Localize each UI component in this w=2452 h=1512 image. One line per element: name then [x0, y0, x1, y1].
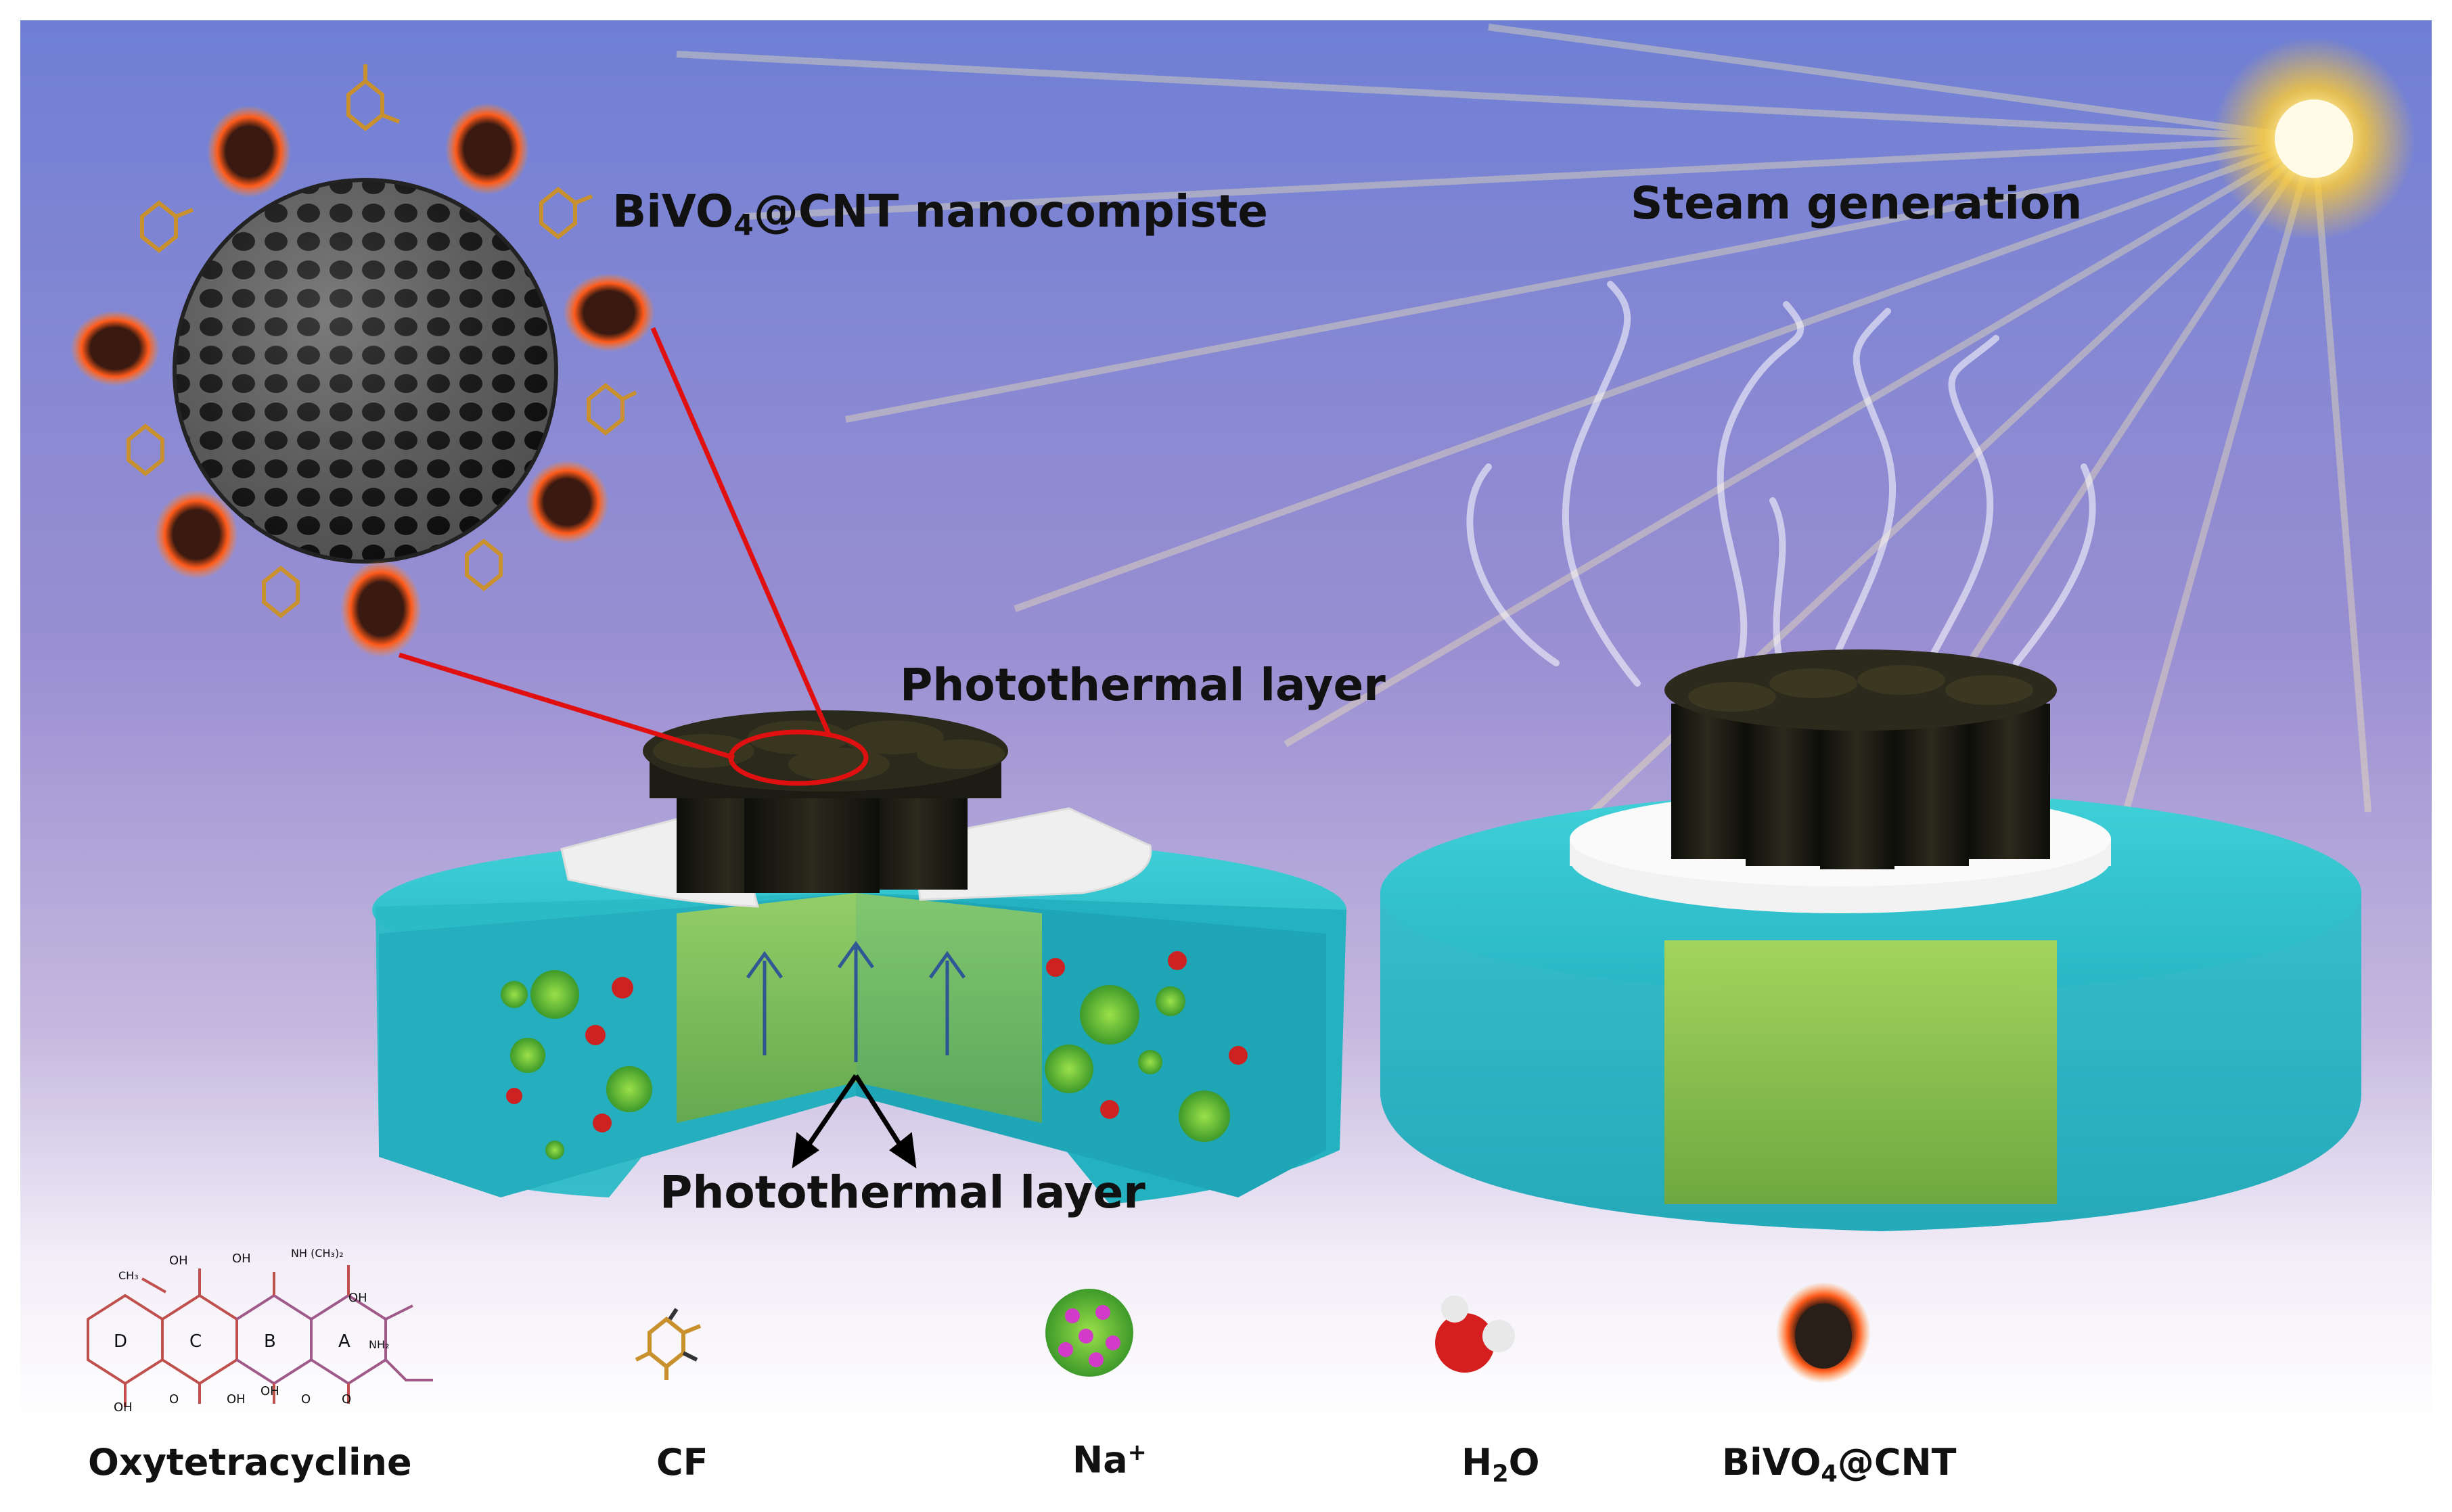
o-label-3: O [342, 1392, 352, 1406]
oh-label-5: OH [227, 1392, 246, 1406]
steam-wisps [1466, 281, 2096, 687]
right-particles [1045, 951, 1248, 1142]
photothermal-layer-label-bottom: Photothermal layer [660, 1166, 1145, 1218]
bivo4-legend-icon [1776, 1282, 1871, 1383]
right-absorber-cylinders [1664, 649, 2057, 869]
right-evaporator [1380, 649, 2361, 1231]
nanocomposite-zoom [70, 64, 832, 760]
capillary-arrows [746, 940, 966, 1062]
right-fiber-bundle [1664, 940, 2057, 1204]
o-label-2: O [301, 1392, 311, 1406]
oh-label-4: OH [114, 1400, 133, 1415]
bottom-label-arrows [792, 1074, 917, 1169]
oh-label-3: OH [348, 1291, 367, 1305]
o-label-1: O [169, 1392, 179, 1406]
pointer-line-top [650, 327, 832, 735]
legend-bivo4-cnt-label: BiVO4@CNT [1722, 1441, 1957, 1488]
bivo4-particles [70, 103, 655, 658]
molecule-clusters [127, 64, 637, 618]
cf-legend-icon [635, 1308, 702, 1380]
ring-b-label: B [264, 1331, 276, 1352]
steam-generation-label: Steam generation [1631, 177, 2083, 229]
legend-oxytetracycline-label: Oxytetracycline [88, 1441, 412, 1484]
oh-label-1: OH [169, 1254, 188, 1268]
legend-cf-label: CF [656, 1441, 708, 1484]
legend-h2o-label: H2O [1461, 1441, 1540, 1488]
bivo4-cnt-nanocomposite-label: BiVO4@CNT nanocompiste [612, 185, 1269, 242]
sun-icon [2275, 99, 2353, 178]
oxytetracycline-structure-icon [87, 1265, 433, 1407]
ring-a-label: A [338, 1331, 350, 1352]
ch3-label: CH₃ [118, 1269, 139, 1282]
nh2-label: NH₂ [369, 1338, 390, 1351]
h2o-legend-icon [1435, 1296, 1515, 1373]
oh-label-6: OH [260, 1384, 279, 1398]
ring-d-label: D [114, 1331, 128, 1352]
pointer-line-bottom [398, 652, 735, 760]
left-foam-right [912, 807, 1152, 901]
left-absorber-cylinders [643, 710, 1008, 893]
oh-label-2: OH [232, 1252, 251, 1266]
left-evaporator [372, 710, 1346, 1204]
photothermal-layer-label-top: Photothermal layer [900, 659, 1386, 711]
left-particles [501, 970, 652, 1160]
ring-c-label: C [189, 1331, 202, 1352]
nme2-label: NH (CH₃)₂ [291, 1247, 344, 1260]
legend-na-label: Na+ [1072, 1438, 1147, 1482]
na-legend-icon [1045, 1289, 1133, 1377]
